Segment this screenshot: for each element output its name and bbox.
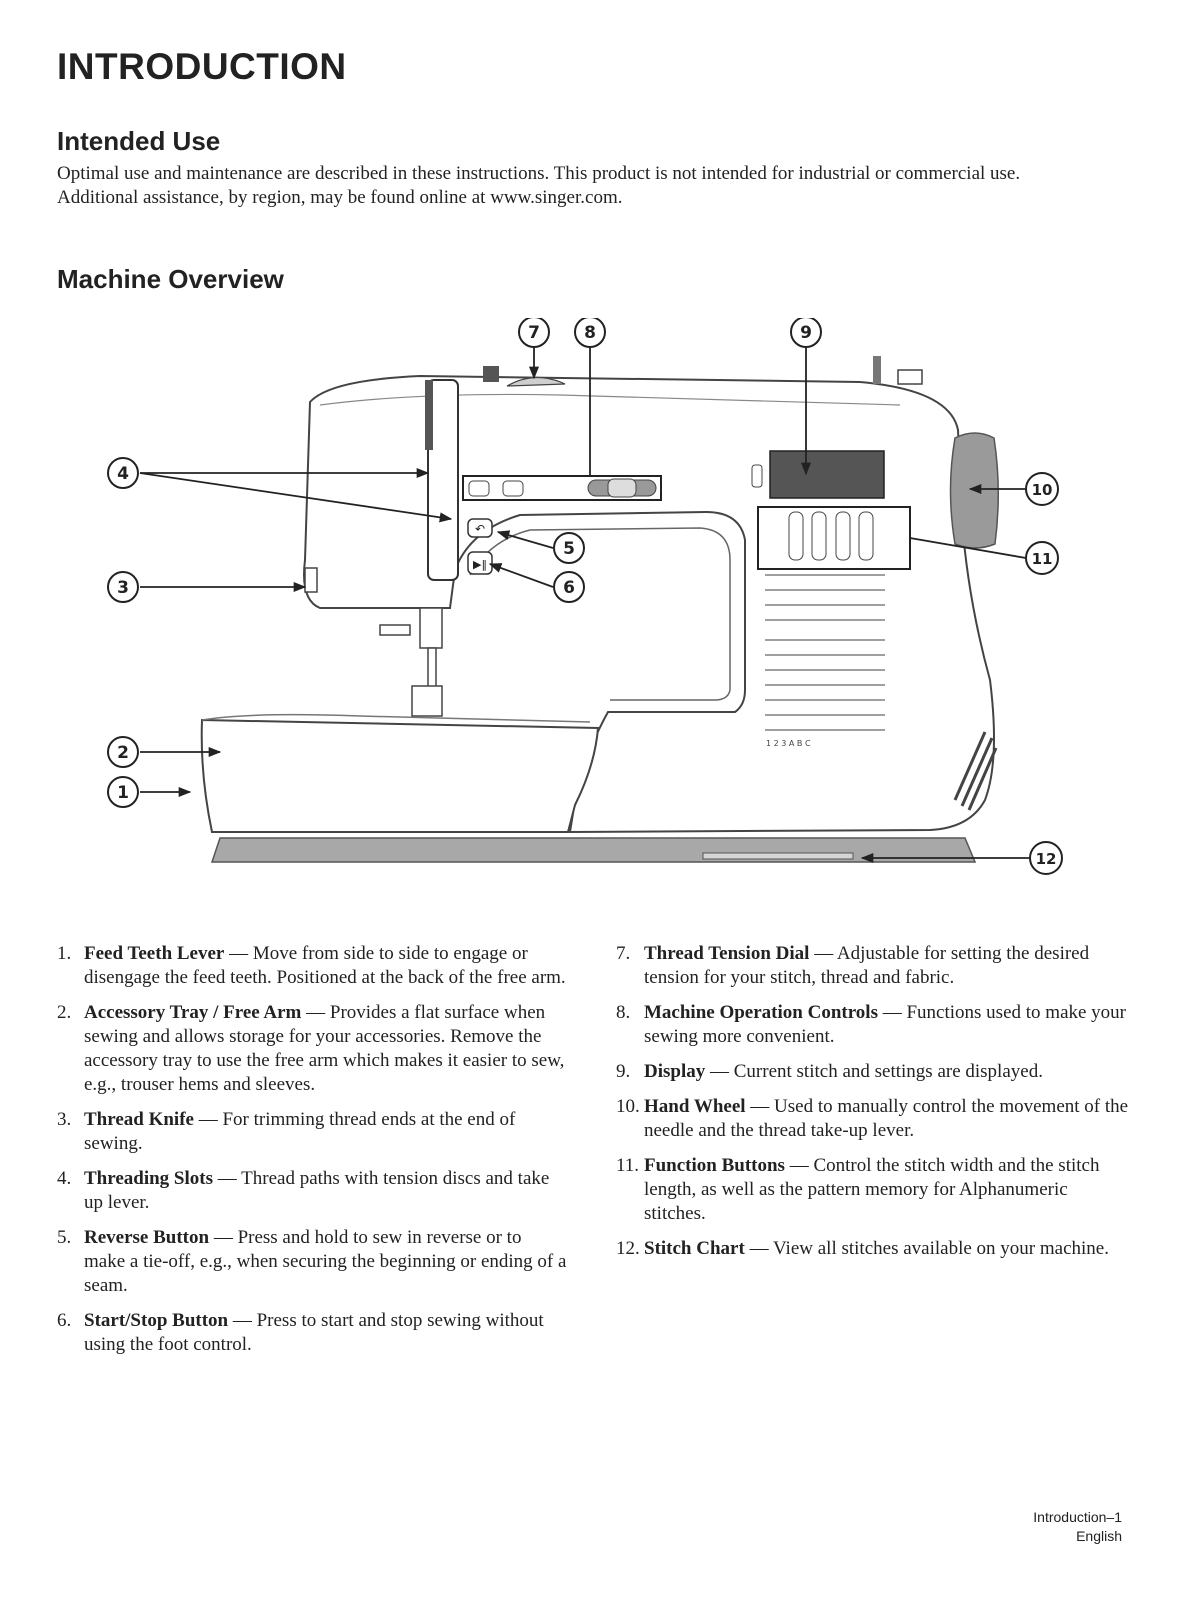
feature-description: — Adjustable for setting the desired ten…	[644, 943, 1090, 988]
reverse-icon: ↶	[475, 522, 485, 536]
feature-list-right: 7.Thread Tension Dial — Adjustable for s…	[616, 942, 1131, 1272]
intended-use-heading: Intended Use	[57, 126, 221, 156]
list-item: 1.Feed Teeth Lever — Move from side to s…	[57, 943, 566, 988]
spool-pin	[873, 356, 881, 384]
needle-assembly	[379, 607, 443, 717]
feature-term: Threading Slots	[84, 1168, 213, 1189]
list-item: 5.Reverse Button — Press and hold to sew…	[57, 1227, 567, 1296]
bobbin-winder	[897, 369, 923, 385]
feature-term: Accessory Tray / Free Arm	[84, 1002, 302, 1023]
stitch-select-plus-minus	[835, 511, 851, 561]
feature-description: — Move from side to side to engage or di…	[84, 943, 566, 988]
feature-description: — Functions used to make your sewing mor…	[644, 1002, 1127, 1047]
intended-use-body: Optimal use and maintenance are describe…	[57, 162, 1157, 210]
machine-overview-heading: Machine Overview	[57, 264, 284, 294]
page-footer: Introduction–1 English	[1033, 1508, 1122, 1546]
list-item: 4.Threading Slots — Thread paths with te…	[57, 1168, 550, 1213]
threading-slot-strip	[427, 379, 459, 581]
feature-description: — Current stitch and settings are displa…	[705, 1061, 1043, 1082]
callout-7: 7	[528, 323, 540, 343]
stitch-width-plus-minus	[788, 511, 804, 561]
side-vents	[953, 731, 998, 811]
stitch-length-plus-minus	[811, 511, 827, 561]
needle-position-button	[502, 480, 524, 497]
feature-description: — View all stitches available on your ma…	[744, 1238, 1109, 1259]
callout-9: 9	[800, 323, 812, 343]
list-item: 7.Thread Tension Dial — Adjustable for s…	[616, 943, 1090, 988]
feature-term: Reverse Button	[84, 1227, 210, 1248]
feature-term: Thread Knife	[84, 1109, 194, 1130]
start-stop-icon: ▶‖	[473, 558, 487, 571]
tension-dial	[506, 376, 566, 387]
thread-knife	[304, 567, 318, 593]
machine-base	[210, 837, 977, 863]
callout-1: 1	[117, 783, 129, 803]
function-buttons-panel	[757, 506, 911, 570]
take-up-lever	[425, 380, 433, 450]
list-item: 8.Machine Operation Controls — Functions…	[616, 1002, 1127, 1047]
footer-section-label: Introduction–1	[1033, 1509, 1122, 1525]
feature-description: — Press and hold to sew in reverse or to…	[84, 1227, 567, 1296]
feature-term: Stitch Chart	[644, 1238, 745, 1259]
feature-description: — For trimming thread ends at the end of…	[84, 1109, 516, 1154]
leader-6	[488, 563, 554, 588]
list-item: 2.Accessory Tray / Free Arm — Provides a…	[57, 1002, 565, 1095]
callout-10: 10	[1032, 481, 1053, 499]
needle-up-down-button	[468, 480, 490, 497]
feature-list-left: 1.Feed Teeth Lever — Move from side to s…	[57, 942, 567, 1368]
callout-12: 12	[1036, 850, 1057, 868]
list-item: 12.Stitch Chart — View all stitches avai…	[616, 1238, 1109, 1259]
stitch-chart-panel	[765, 574, 885, 731]
accessory-tray	[200, 718, 600, 833]
intended-use-line-2: Additional assistance, by region, may be…	[57, 187, 623, 208]
feature-term: Function Buttons	[644, 1155, 785, 1176]
speed-slider-knob	[607, 478, 637, 498]
tray-top-surface	[201, 713, 591, 723]
start-stop-button	[467, 551, 493, 575]
feature-description: — Control the stitch width and the stitc…	[644, 1155, 1100, 1224]
memory-button	[751, 464, 763, 488]
sewing-machine-diagram: ↶ ▶‖ 1 2 3 A B C	[107, 318, 1063, 875]
feature-term: Display	[644, 1061, 706, 1082]
stitch-chart-row-labels: 1 2 3 A B C	[766, 739, 811, 748]
leader-5	[496, 530, 554, 549]
hand-wheel	[949, 432, 1000, 549]
feature-description: — Press to start and stop sewing without…	[84, 1310, 544, 1355]
intended-use-line-1: Optimal use and maintenance are describe…	[57, 163, 1021, 184]
list-item: 10.Hand Wheel — Used to manually control…	[616, 1096, 1129, 1141]
reverse-button	[467, 518, 493, 538]
page-title: INTRODUCTION	[57, 46, 347, 87]
feature-term: Machine Operation Controls	[644, 1002, 878, 1023]
list-item: 9.Display — Current stitch and settings …	[616, 1061, 1043, 1082]
callout-3: 3	[117, 578, 129, 598]
feature-term: Feed Teeth Lever	[84, 943, 225, 964]
callout-5: 5	[563, 539, 575, 559]
feature-description: — Thread paths with tension discs and ta…	[84, 1168, 550, 1213]
feature-term: Thread Tension Dial	[644, 943, 810, 964]
leader-4b	[139, 472, 453, 523]
feature-term: Hand Wheel	[644, 1096, 746, 1117]
list-item: 11.Function Buttons — Control the stitch…	[616, 1155, 1100, 1224]
list-item: 3.Thread Knife — For trimming thread end…	[57, 1109, 516, 1154]
callout-6: 6	[563, 578, 575, 598]
callout-4: 4	[117, 464, 129, 484]
display-screen	[769, 450, 885, 499]
callout-8: 8	[584, 323, 596, 343]
footer-language-label: English	[1076, 1528, 1122, 1544]
list-item: 6.Start/Stop Button — Press to start and…	[57, 1310, 544, 1355]
inner-arm-line	[469, 527, 731, 701]
thread-guide-post	[483, 366, 499, 382]
callout-2: 2	[117, 743, 129, 763]
feature-description: — Provides a flat surface when sewing an…	[84, 1002, 565, 1095]
leader-11	[909, 537, 1027, 559]
feature-description: — Used to manually control the movement …	[644, 1096, 1129, 1141]
alpha-plus-minus	[858, 511, 874, 561]
feature-term: Start/Stop Button	[84, 1310, 229, 1331]
stitch-chart-slot	[702, 852, 854, 860]
callout-11: 11	[1032, 550, 1053, 568]
